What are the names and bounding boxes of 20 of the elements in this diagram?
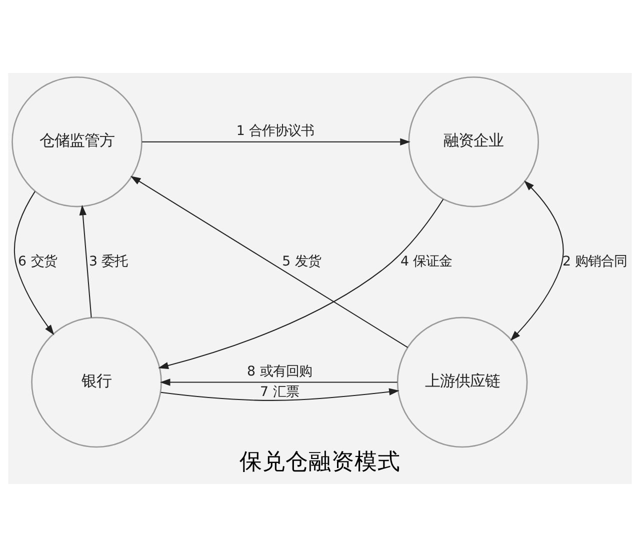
node-circle: 银行	[31, 316, 162, 448]
node-circle: 上游供应链	[396, 316, 528, 448]
arrow	[160, 388, 400, 400]
arrow	[130, 175, 408, 348]
arrow	[510, 180, 564, 340]
caption: 保兑仓融资模式	[240, 448, 400, 475]
edge-label: 8 或有回购	[247, 364, 312, 379]
arrow	[14, 190, 54, 335]
arrow	[79, 204, 92, 317]
edge-label: 2 购销合同	[562, 254, 628, 270]
edge-label: 6 交货	[18, 254, 57, 270]
arrow	[158, 198, 444, 369]
edge-label: 5 发货	[282, 254, 321, 270]
arrow	[142, 138, 410, 145]
edge-label: 3 委托	[88, 254, 128, 270]
edge-label: 1 合作协议书	[236, 124, 314, 139]
edge-label: 7 汇票	[260, 384, 299, 400]
arrow	[160, 378, 398, 386]
node-circle: 融资企业	[408, 76, 540, 207]
edge-label: 4 保证金	[400, 254, 452, 270]
